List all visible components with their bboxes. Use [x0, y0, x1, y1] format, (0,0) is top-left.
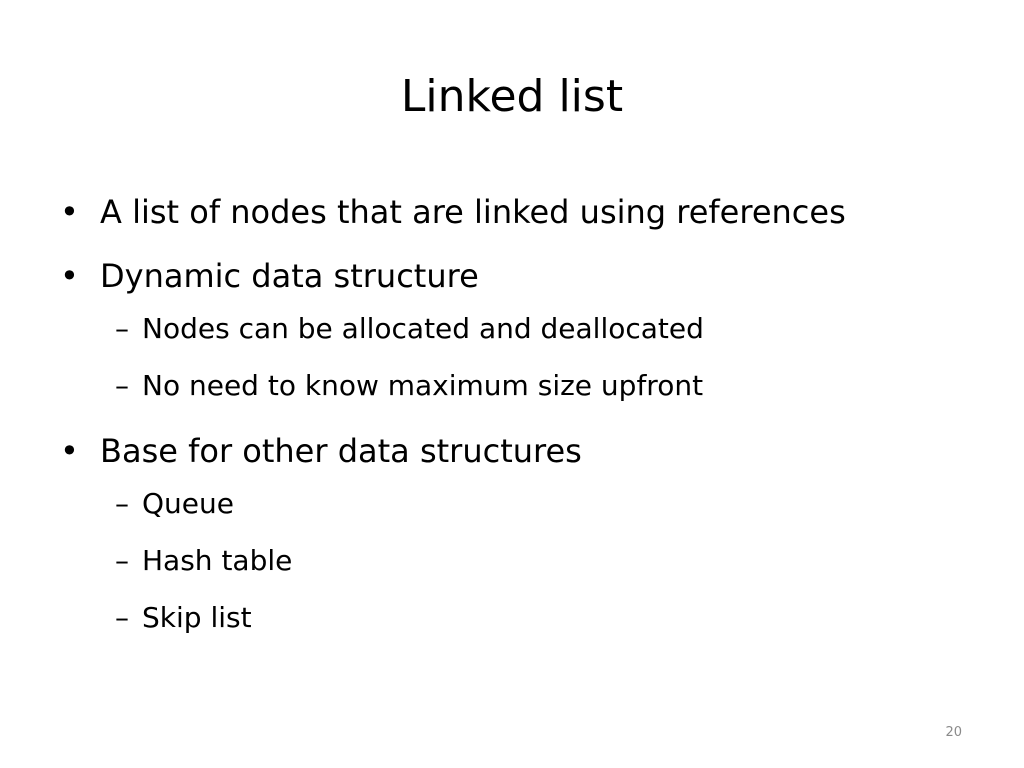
sub-bullet-marker: – — [115, 601, 129, 634]
bullet-marker: • — [60, 432, 79, 470]
sub-bullet-text: No need to know maximum size upfront — [142, 369, 704, 402]
bullet-marker: • — [60, 193, 79, 231]
bullet-item: • A list of nodes that are linked using … — [58, 188, 998, 236]
page-number: 20 — [945, 725, 962, 740]
bullet-text: Base for other data structures — [100, 432, 582, 470]
sub-bullet-text: Nodes can be allocated and deallocated — [142, 312, 704, 345]
bullet-item: • Dynamic data structure — [58, 252, 998, 300]
sub-bullet-marker: – — [115, 487, 129, 520]
bullet-text: A list of nodes that are linked using re… — [100, 193, 846, 231]
sub-bullet-text: Skip list — [142, 601, 252, 634]
sub-bullet-item: – Queue — [58, 483, 998, 525]
bullet-item: • Base for other data structures — [58, 427, 998, 475]
bullet-text: Dynamic data structure — [100, 257, 479, 295]
sub-bullet-item: – Nodes can be allocated and deallocated — [58, 308, 998, 350]
sub-bullet-item: – Hash table — [58, 540, 998, 582]
sub-bullet-marker: – — [115, 312, 129, 345]
sub-bullet-item: – No need to know maximum size upfront — [58, 365, 998, 407]
sub-bullet-text: Hash table — [142, 544, 293, 577]
sub-bullet-item: – Skip list — [58, 597, 998, 639]
bullet-marker: • — [60, 257, 79, 295]
sub-bullet-text: Queue — [142, 487, 234, 520]
sub-bullet-marker: – — [115, 544, 129, 577]
sub-bullet-marker: – — [115, 369, 129, 402]
bullet-list: • A list of nodes that are linked using … — [58, 188, 998, 654]
slide-title: Linked list — [400, 71, 624, 122]
